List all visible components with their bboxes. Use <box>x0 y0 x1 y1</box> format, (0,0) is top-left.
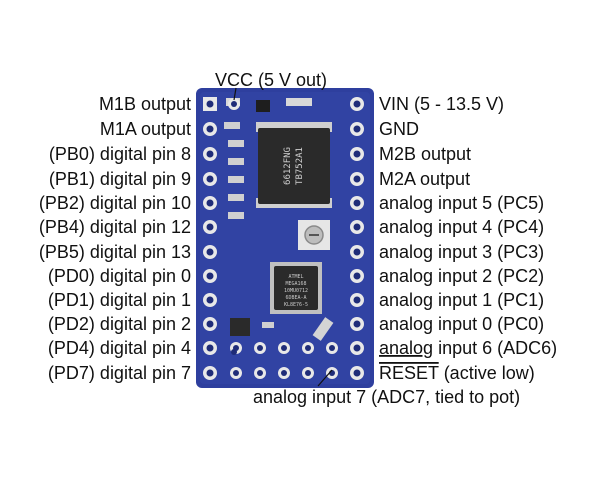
label-left-1: M1B output <box>99 94 191 114</box>
smd-part <box>228 176 244 183</box>
driver-marking-2: 6612FNG <box>283 147 293 185</box>
label-pot-adc7: analog input 7 (ADC7, tied to pot) <box>253 387 520 407</box>
driver-pins-top <box>256 122 332 132</box>
label-right-adc6: analog input 6 (ADC6) <box>379 338 557 358</box>
smd-part <box>228 212 244 219</box>
label-left-2: M1A output <box>100 119 191 139</box>
microcontroller-chip: ATMEL MEGA168 10MU0712 6DBEA-A KL8E76-5 <box>270 262 322 314</box>
label-right-3: M2B output <box>379 144 471 164</box>
vcc-pad-hole <box>231 101 237 107</box>
mounting-dot <box>231 349 237 355</box>
vcc-leader-line <box>233 87 237 101</box>
bottom-pad-row <box>230 342 338 379</box>
label-right-6: analog input 4 (PC4) <box>379 217 544 237</box>
mcu-marking-1: ATMEL <box>288 274 303 280</box>
driver-marking-1: TB752A1 <box>295 147 305 185</box>
label-left-9: (PD1) digital pin 1 <box>48 290 191 310</box>
smd-part <box>224 122 240 129</box>
adc6-rest: input 6 (ADC6) <box>433 338 557 358</box>
mcu-marking-2: MEGA168 <box>285 281 306 287</box>
label-right-1: VIN (5 - 13.5 V) <box>379 94 504 114</box>
mcu-body <box>274 266 318 310</box>
smd-part <box>228 158 244 165</box>
pot-leader-line <box>317 369 333 387</box>
smd-cap-small <box>262 322 274 328</box>
reset-rest: (active low) <box>439 363 535 383</box>
top-capacitor <box>256 100 270 112</box>
mcu-marking-4: 6DBEA-A <box>285 295 306 301</box>
label-left-8: (PD0) digital pin 0 <box>48 266 191 286</box>
label-right-10: analog input 0 (PC0) <box>379 314 544 334</box>
label-left-6: (PB4) digital pin 12 <box>39 217 191 237</box>
label-vcc: VCC (5 V out) <box>215 70 327 90</box>
label-right-4: M2A output <box>379 169 470 189</box>
label-left-12: (PD7) digital pin 7 <box>48 363 191 383</box>
smd-components-left <box>224 122 244 219</box>
label-left-10: (PD2) digital pin 2 <box>48 314 191 334</box>
pad-hole <box>206 100 214 108</box>
right-labels: VIN (5 - 13.5 V) GND M2B output M2A outp… <box>379 94 557 383</box>
reset-overlined-word: RESET <box>379 363 439 383</box>
motor-driver-chip: TB752A1 6612FNG <box>256 122 332 208</box>
driver-body <box>258 128 330 204</box>
label-right-5: analog input 5 (PC5) <box>379 193 544 213</box>
left-pad-column <box>203 97 217 380</box>
mcu-marking-5: KL8E76-5 <box>284 302 308 308</box>
label-right-8: analog input 2 (PC2) <box>379 266 544 286</box>
label-left-5: (PB2) digital pin 10 <box>39 193 191 213</box>
mcu-marking-3: 10MU0712 <box>284 288 308 294</box>
label-right-7: analog input 3 (PC3) <box>379 242 544 262</box>
right-pad-column <box>350 97 364 380</box>
label-right-2: GND <box>379 119 419 139</box>
label-left-3: (PB0) digital pin 8 <box>49 144 191 164</box>
smd-part <box>228 140 244 147</box>
board-photo: TB752A1 6612FNG ATMEL MEGA168 10MU0712 6… <box>196 88 374 388</box>
label-left-4: (PB1) digital pin 9 <box>49 169 191 189</box>
label-left-11: (PD4) digital pin 4 <box>48 338 191 358</box>
left-labels: M1B output M1A output (PB0) digital pin … <box>39 94 191 383</box>
adc6-underlined-word: analog <box>379 338 433 358</box>
label-right-9: analog input 1 (PC1) <box>379 290 544 310</box>
label-right-reset: RESET (active low) <box>379 363 535 383</box>
smd-cap-diagonal <box>312 317 334 341</box>
label-left-7: (PB5) digital pin 13 <box>39 242 191 262</box>
top-resistor-2 <box>286 98 312 106</box>
transistor <box>230 318 250 336</box>
potentiometer <box>298 220 330 250</box>
smd-part <box>228 194 244 201</box>
